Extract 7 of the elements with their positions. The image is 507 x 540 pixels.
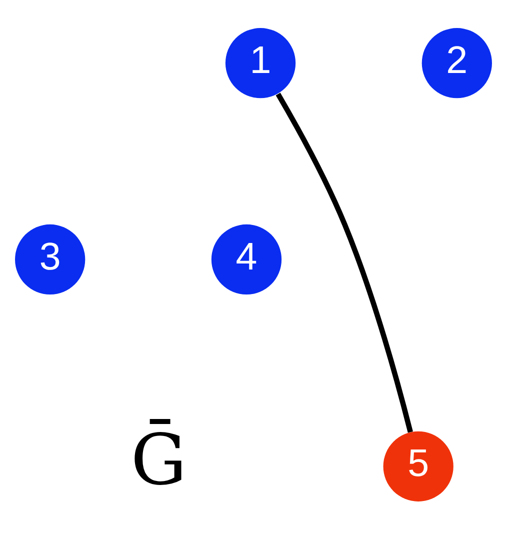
node-circle: 3 xyxy=(15,224,86,295)
node-circle: 2 xyxy=(422,28,492,98)
node-circle: 5 xyxy=(383,431,454,502)
node-circle: 1 xyxy=(225,28,296,98)
node-circle: 4 xyxy=(211,224,282,295)
connector xyxy=(276,92,413,433)
label: Ḡ xyxy=(130,418,187,501)
